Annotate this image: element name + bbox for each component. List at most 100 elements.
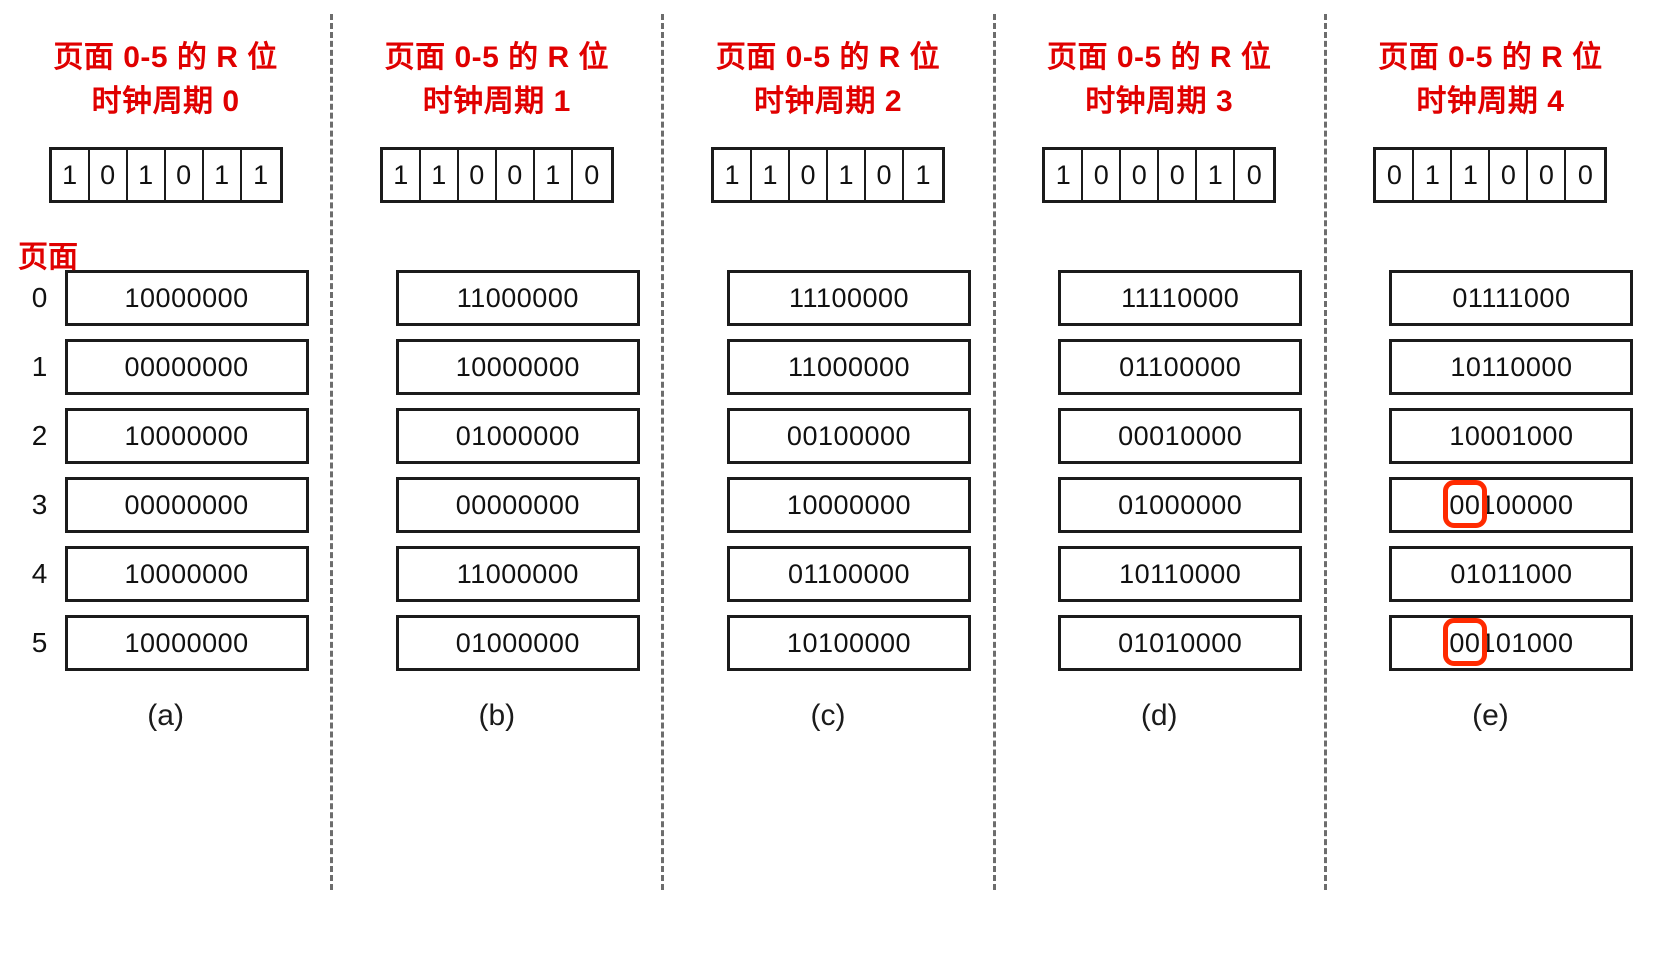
aging-register-row: 011100000 — [685, 270, 971, 326]
column-header-line2: 时钟周期 0 — [91, 84, 240, 118]
page-index-label: 1 — [31, 351, 48, 382]
aging-register-box: 10110000 — [1058, 546, 1303, 602]
aging-register-box: 01100000 — [727, 546, 971, 602]
r-bit-cell: 0 — [1083, 150, 1122, 200]
r-bit-cell: 0 — [1376, 150, 1415, 200]
r-bit-cell: 0 — [1246, 159, 1262, 190]
aging-register-value: 01100000 — [1119, 351, 1242, 382]
aging-register-box: 10000000 — [395, 339, 640, 395]
aging-register-box: 00100000 — [727, 408, 971, 464]
page-index-label: 2 — [31, 420, 48, 451]
aging-register-box: 00101000 — [1389, 615, 1634, 671]
aging-register-rows: 0111100001011000002000100003010000004101… — [1016, 270, 1303, 671]
r-bit-cell: 1 — [128, 150, 166, 200]
aging-register-value: 11100000 — [788, 282, 910, 313]
r-bit-cell: 0 — [166, 150, 204, 200]
aging-register-box: 10001000 — [1389, 408, 1634, 464]
aging-register-value: 10000000 — [124, 627, 249, 658]
r-bit-cell: 1 — [1414, 150, 1453, 200]
aging-register-row: 4 10000000 — [23, 546, 309, 602]
aging-register-value: 11000000 — [787, 351, 911, 382]
column-header-line2: 时钟周期 3 — [1085, 84, 1234, 118]
r-bit-cell: 1 — [204, 150, 242, 200]
aging-register-value: 10000000 — [455, 351, 580, 382]
r-bit-cell: 1 — [1197, 150, 1236, 200]
aging-register-box: 01100000 — [1058, 339, 1303, 395]
column-header-line1: 页面 0-5 的 R 位 — [384, 41, 609, 74]
aging-register-box: 00100000 — [1389, 477, 1634, 533]
aging-register-value: 00100000 — [786, 420, 912, 451]
aging-register-row: 501010000 — [1016, 615, 1303, 671]
r-bit-cell: 1 — [253, 159, 269, 190]
r-bit-cell: 0 — [1577, 159, 1593, 190]
page-index-label: 4 — [31, 558, 48, 589]
column-header: 页面 0-5 的 R 位时钟周期 0 — [53, 36, 277, 123]
page-index-label: 5 — [31, 627, 48, 658]
aging-register-value: 10000000 — [124, 558, 249, 589]
aging-register-box: 00010000 — [1058, 408, 1303, 464]
aging-register-value: 11110000 — [1121, 282, 1240, 313]
aging-register-box: 10000000 — [64, 546, 309, 602]
aging-register-value: 10000000 — [124, 282, 249, 313]
aging-register-row: 111000000 — [685, 339, 971, 395]
aging-register-box: 01111000 — [1389, 270, 1634, 326]
r-bit-cell: 0 — [866, 150, 904, 200]
aging-register-box: 11100000 — [727, 270, 971, 326]
aging-register-value: 10001000 — [1449, 420, 1574, 451]
aging-register-row: 410110000 — [1016, 546, 1303, 602]
aging-register-value: 01000000 — [455, 420, 580, 451]
aging-register-value: 01100000 — [787, 558, 911, 589]
column-caption: (a) — [147, 699, 184, 732]
r-bit-cell: 1 — [915, 159, 931, 190]
aging-register-box: 10000000 — [64, 408, 309, 464]
r-bit-cell: 0 — [497, 150, 535, 200]
r-bit-cell: 0 — [790, 150, 828, 200]
aging-register-row: 501000000 — [354, 615, 640, 671]
aging-register-row: 2 10000000 — [23, 408, 309, 464]
column-header-line2: 时钟周期 1 — [422, 84, 571, 118]
aging-register-box: 00000000 — [395, 477, 640, 533]
aging-register-box: 01000000 — [395, 408, 640, 464]
column-caption: (c) — [810, 699, 846, 732]
column-header: 页面 0-5 的 R 位时钟周期 1 — [385, 36, 609, 123]
column-header-line1: 页面 0-5 的 R 位 — [1047, 41, 1272, 74]
aging-register-value: 00010000 — [1118, 420, 1243, 451]
r-bit-cell: 1 — [52, 150, 90, 200]
r-bit-cell: 1 — [828, 150, 866, 200]
aging-register-value: 10110000 — [1119, 558, 1242, 589]
aging-register-row: 201000000 — [354, 408, 640, 464]
aging-register-box: 11000000 — [395, 270, 640, 326]
r-bit-cell: 0 — [459, 150, 497, 200]
r-bit-cell: 0 — [90, 150, 128, 200]
aging-register-row: 510100000 — [685, 615, 971, 671]
aging-register-row: 110110000 — [1347, 339, 1634, 395]
column-header-line1: 页面 0-5 的 R 位 — [715, 41, 941, 74]
aging-register-value: 10100000 — [786, 627, 912, 658]
aging-register-value: 01111000 — [1452, 282, 1571, 313]
aging-register-row: 5 10000000 — [23, 615, 309, 671]
aging-register-value: 00101000 — [1443, 617, 1574, 666]
aging-register-value: 10000000 — [124, 420, 249, 451]
r-bit-cell: 0 — [1159, 150, 1198, 200]
aging-register-row: 411000000 — [354, 546, 640, 602]
aging-register-value: 01000000 — [455, 627, 580, 658]
aging-register-box: 01000000 — [1058, 477, 1303, 533]
aging-register-value: 11000000 — [456, 282, 579, 313]
pages-caption: 页面 — [18, 241, 78, 274]
aging-register-value: 01011000 — [1450, 558, 1573, 589]
r-bit-cell: 1 — [535, 150, 573, 200]
